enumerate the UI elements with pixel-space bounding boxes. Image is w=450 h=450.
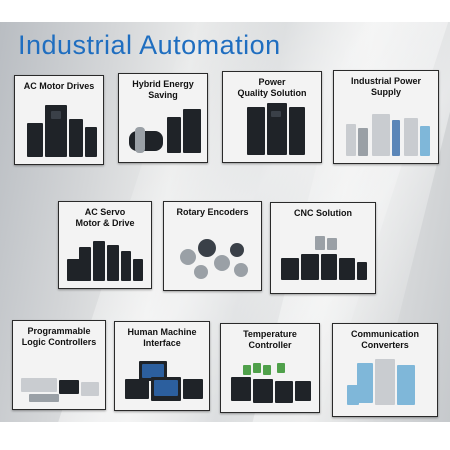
panel-cnc-solution: CNC Solution xyxy=(270,202,376,294)
product-image xyxy=(19,360,99,404)
panel-human-machine-interface: Human Machine Interface xyxy=(114,321,210,411)
panel-label: AC Servo Motor & Drive xyxy=(75,207,135,228)
product-image xyxy=(170,231,255,285)
panel-hybrid-energy-saving: Hybrid Energy Saving xyxy=(118,73,208,163)
panel-label: Programmable Logic Controllers xyxy=(21,326,97,347)
panel-programmable-logic-controllers: Programmable Logic Controllers xyxy=(12,320,106,410)
product-image xyxy=(229,103,315,157)
panel-ac-servo-motor-drive: AC Servo Motor & Drive xyxy=(58,201,152,289)
panel-temperature-controller: Temperature Controller xyxy=(220,323,320,413)
product-image xyxy=(339,355,431,411)
product-image xyxy=(121,357,203,405)
panel-label: Temperature Controller xyxy=(243,329,297,350)
panel-label: Industrial Power Supply xyxy=(350,76,421,97)
panel-label: Human Machine Interface xyxy=(127,327,197,348)
panel-label: Rotary Encoders xyxy=(176,207,249,217)
panel-label: Power Quality Solution xyxy=(237,77,307,98)
product-image xyxy=(277,232,369,288)
product-image xyxy=(21,101,97,159)
product-image xyxy=(125,107,201,157)
panel-label: Communication Converters xyxy=(350,329,419,350)
panel-label: Hybrid Energy Saving xyxy=(132,79,194,100)
product-image xyxy=(227,359,313,407)
panel-communication-converters: Communication Converters xyxy=(332,323,438,417)
product-image xyxy=(65,233,145,283)
page-title: Industrial Automation xyxy=(18,30,281,60)
panel-label: CNC Solution xyxy=(294,208,352,218)
panel-label: AC Motor Drives xyxy=(23,81,95,91)
panel-industrial-power-supply: Industrial Power Supply xyxy=(333,70,439,164)
panel-power-quality-solution: Power Quality Solution xyxy=(222,71,322,163)
panel-ac-motor-drives: AC Motor Drives xyxy=(14,75,104,165)
panel-rotary-encoders: Rotary Encoders xyxy=(163,201,262,291)
product-image xyxy=(340,106,432,158)
